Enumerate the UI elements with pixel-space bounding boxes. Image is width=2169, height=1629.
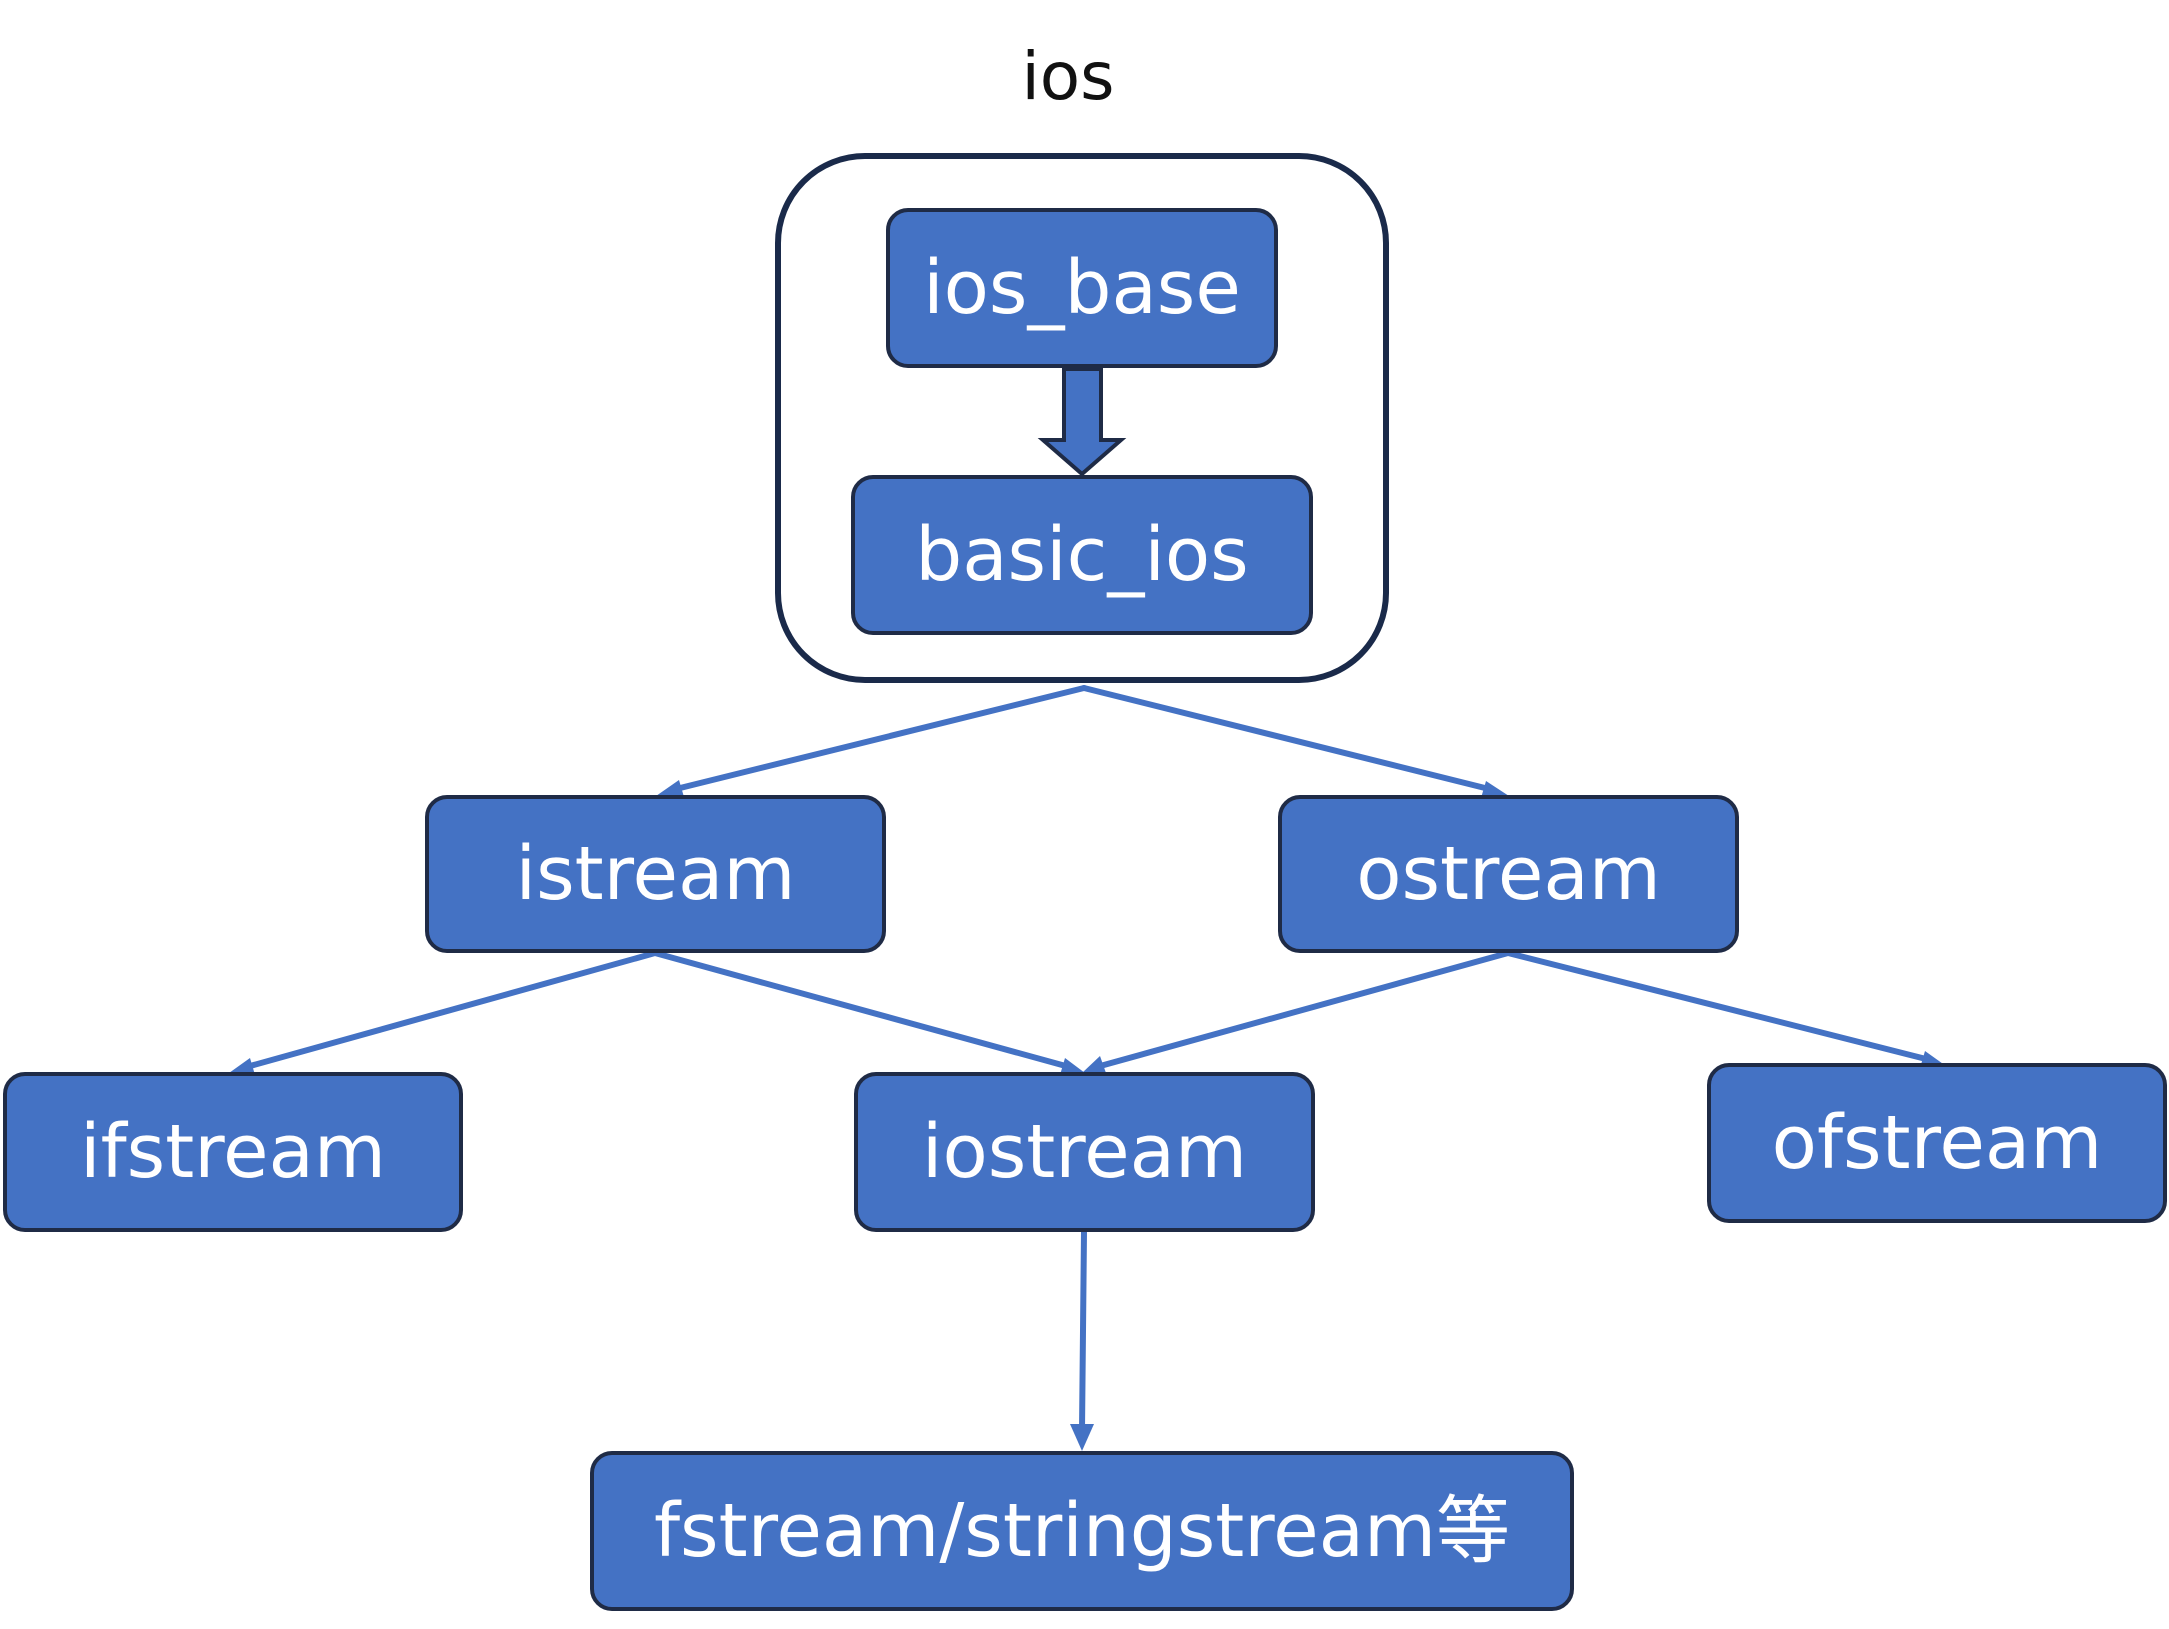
arrowhead-ostream xyxy=(1481,781,1509,798)
node-istream: istream xyxy=(425,795,886,953)
ios-group-label: ios xyxy=(1021,37,1115,115)
node-fstream-stringstream: fstream/stringstream等 xyxy=(590,1451,1574,1611)
arrowhead-fstream xyxy=(1070,1424,1094,1451)
edge-ostream-to-iostream xyxy=(1090,950,1511,1071)
edge-ostream-to-ofstream xyxy=(1505,950,1933,1063)
arrowhead-iostream-right xyxy=(1082,1056,1106,1073)
node-ifstream: ifstream xyxy=(3,1072,463,1232)
node-basic-ios: basic_ios xyxy=(851,475,1313,635)
edge-ios-base-to-basic-ios xyxy=(1037,367,1127,477)
edge-iostream-to-fstream xyxy=(1079,1229,1087,1433)
node-ostream: ostream xyxy=(1278,795,1739,953)
arrowhead-iostream-left xyxy=(1060,1058,1085,1075)
arrowhead-istream xyxy=(656,780,684,797)
node-ios-base: ios_base xyxy=(886,208,1278,368)
edge-ios-to-istream xyxy=(669,685,1087,793)
node-ofstream: ofstream xyxy=(1707,1063,2167,1223)
edge-ios-to-ostream xyxy=(1081,685,1496,793)
edge-istream-to-iostream xyxy=(652,950,1076,1071)
edge-istream-to-ifstream xyxy=(240,950,658,1071)
node-iostream: iostream xyxy=(854,1072,1315,1232)
arrowhead-ifstream xyxy=(229,1058,255,1075)
